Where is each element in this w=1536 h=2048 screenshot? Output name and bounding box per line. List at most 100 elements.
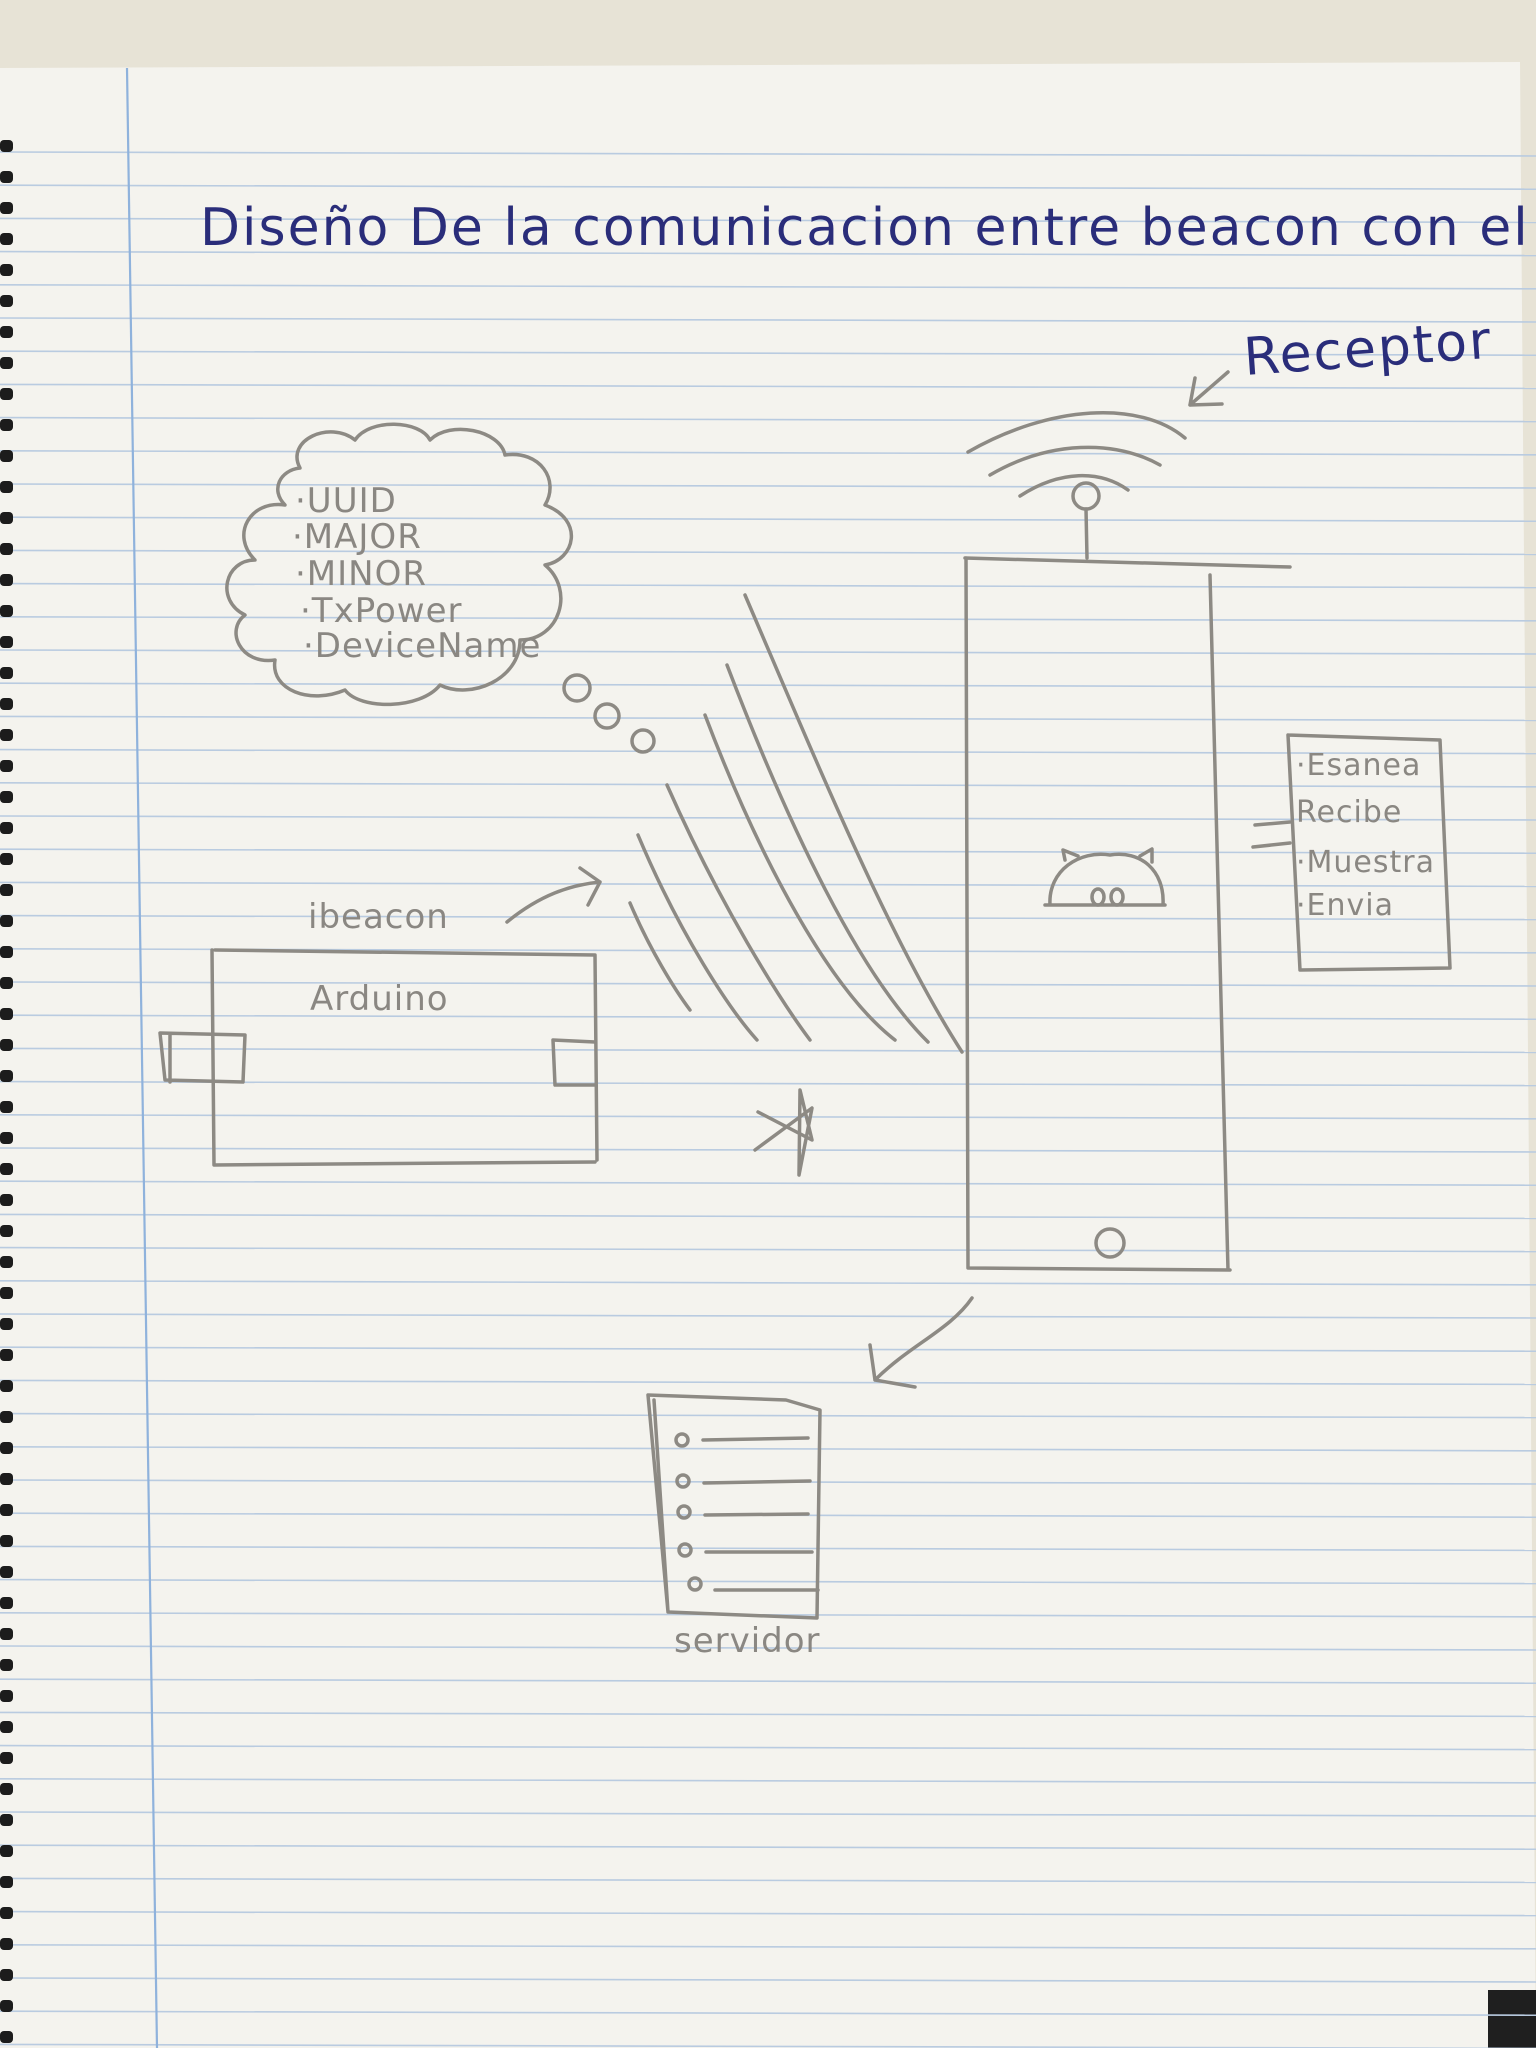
ruled-line bbox=[0, 1811, 1536, 1817]
spiral-ring bbox=[0, 1690, 13, 1702]
bluetooth-icon bbox=[753, 1088, 814, 1177]
ruled-line bbox=[0, 615, 1536, 622]
ruled-line bbox=[0, 815, 1536, 821]
spiral-ring bbox=[0, 264, 13, 276]
ruled-line bbox=[0, 1944, 1536, 1950]
spiral-ring bbox=[0, 481, 13, 493]
beacon-field-item: ·MAJOR bbox=[292, 517, 422, 557]
ruled-line bbox=[0, 1147, 1536, 1153]
ruled-line bbox=[0, 317, 1536, 323]
spiral-ring bbox=[0, 1535, 13, 1547]
spiral-ring bbox=[0, 667, 13, 679]
spiral-ring bbox=[0, 1752, 13, 1764]
spiral-ring bbox=[0, 1938, 13, 1950]
ruled-line bbox=[0, 383, 1536, 390]
ruled-line bbox=[0, 848, 1536, 855]
ruled-line bbox=[0, 1910, 1536, 1917]
ruled-line bbox=[0, 1180, 1536, 1186]
spiral-ring bbox=[0, 760, 13, 772]
spiral-ring bbox=[0, 1163, 13, 1175]
spiral-binding bbox=[0, 140, 13, 2043]
spiral-ring bbox=[0, 605, 13, 617]
arduino-label: Arduino bbox=[310, 979, 449, 1019]
spiral-ring bbox=[0, 1442, 13, 1454]
beacon-field-item: ·UUID bbox=[295, 481, 397, 521]
phone-action-item: Recibe bbox=[1296, 795, 1402, 830]
ruled-line bbox=[0, 1446, 1536, 1452]
spiral-ring bbox=[0, 1628, 13, 1640]
antenna-icon bbox=[1071, 481, 1101, 560]
spiral-ring bbox=[0, 1380, 13, 1392]
spiral-ring bbox=[0, 326, 13, 338]
ruled-line bbox=[0, 582, 1536, 589]
spiral-ring bbox=[0, 1070, 13, 1082]
ruled-line bbox=[0, 1047, 1536, 1054]
diagram-title: Diseño De la comunicacion entre beacon c… bbox=[200, 198, 1536, 258]
spiral-ring bbox=[0, 822, 13, 834]
beacon-fields-cloud bbox=[225, 422, 574, 707]
spiral-ring bbox=[0, 295, 13, 307]
signal-waves bbox=[628, 593, 964, 1054]
ruled-line bbox=[0, 1313, 1536, 1319]
phone-to-server-arrow bbox=[868, 1296, 974, 1389]
spiral-ring bbox=[0, 574, 13, 586]
ibeacon-label: ibeacon bbox=[308, 897, 449, 937]
ruled-line bbox=[0, 184, 1536, 190]
ruled-line bbox=[0, 1346, 1536, 1352]
thought-bubble-medium bbox=[593, 702, 621, 730]
server-label: servidor bbox=[674, 1621, 821, 1661]
spiral-ring bbox=[0, 202, 13, 214]
ruled-line bbox=[0, 151, 1536, 157]
ruled-line bbox=[0, 748, 1536, 755]
spiral-ring bbox=[0, 1287, 13, 1299]
spiral-ring bbox=[0, 977, 13, 989]
ruled-line bbox=[0, 516, 1536, 523]
ruled-line bbox=[0, 549, 1536, 556]
spiral-ring bbox=[0, 171, 13, 183]
ruled-line bbox=[0, 1778, 1536, 1784]
beacon-field-list: ·UUID·MAJOR·MINOR·TxPower·DeviceName bbox=[292, 481, 541, 666]
wifi-signal-icon bbox=[966, 410, 1187, 498]
ruled-line bbox=[0, 1877, 1536, 1884]
spiral-ring bbox=[0, 1721, 13, 1733]
phone-action-item: ·Esanea bbox=[1296, 748, 1421, 783]
ruled-line bbox=[0, 981, 1536, 987]
spiral-ring bbox=[0, 946, 13, 958]
ruled-line bbox=[0, 217, 1536, 224]
beacon-field-item: ·TxPower bbox=[300, 591, 463, 631]
arduino-usb-port bbox=[158, 1031, 247, 1084]
beacon-field-item: ·DeviceName bbox=[303, 626, 541, 666]
ruled-lines bbox=[0, 151, 1536, 2048]
spiral-ring bbox=[0, 1659, 13, 1671]
spiral-ring bbox=[0, 1783, 13, 1795]
spiral-ring bbox=[0, 1194, 13, 1206]
phone-receiver bbox=[963, 556, 1292, 1272]
ruled-line bbox=[0, 416, 1536, 423]
spiral-ring bbox=[0, 388, 13, 400]
ruled-line bbox=[0, 1213, 1536, 1220]
spiral-ring bbox=[0, 450, 13, 462]
spiral-ring bbox=[0, 1256, 13, 1268]
spiral-ring bbox=[0, 1876, 13, 1888]
ruled-line bbox=[0, 283, 1536, 290]
spiral-ring bbox=[0, 729, 13, 741]
ruled-line bbox=[0, 1744, 1536, 1751]
ruled-line bbox=[0, 914, 1536, 921]
spiral-ring bbox=[0, 1411, 13, 1423]
spiral-ring bbox=[0, 1566, 13, 1578]
receiver-arrow bbox=[1188, 370, 1230, 407]
ruled-line bbox=[0, 781, 1536, 788]
ruled-line bbox=[0, 1711, 1536, 1718]
ruled-line bbox=[0, 1645, 1536, 1651]
ruled-line bbox=[0, 449, 1536, 456]
thought-bubble-small bbox=[630, 728, 656, 754]
ruled-line bbox=[0, 1678, 1536, 1684]
spiral-ring bbox=[0, 1907, 13, 1919]
ruled-line bbox=[0, 1578, 1536, 1585]
spiral-ring bbox=[0, 1597, 13, 1609]
arduino-board bbox=[210, 948, 599, 1167]
thought-bubble-large bbox=[562, 673, 592, 703]
ruled-line bbox=[0, 682, 1536, 689]
spiral-ring bbox=[0, 140, 13, 152]
